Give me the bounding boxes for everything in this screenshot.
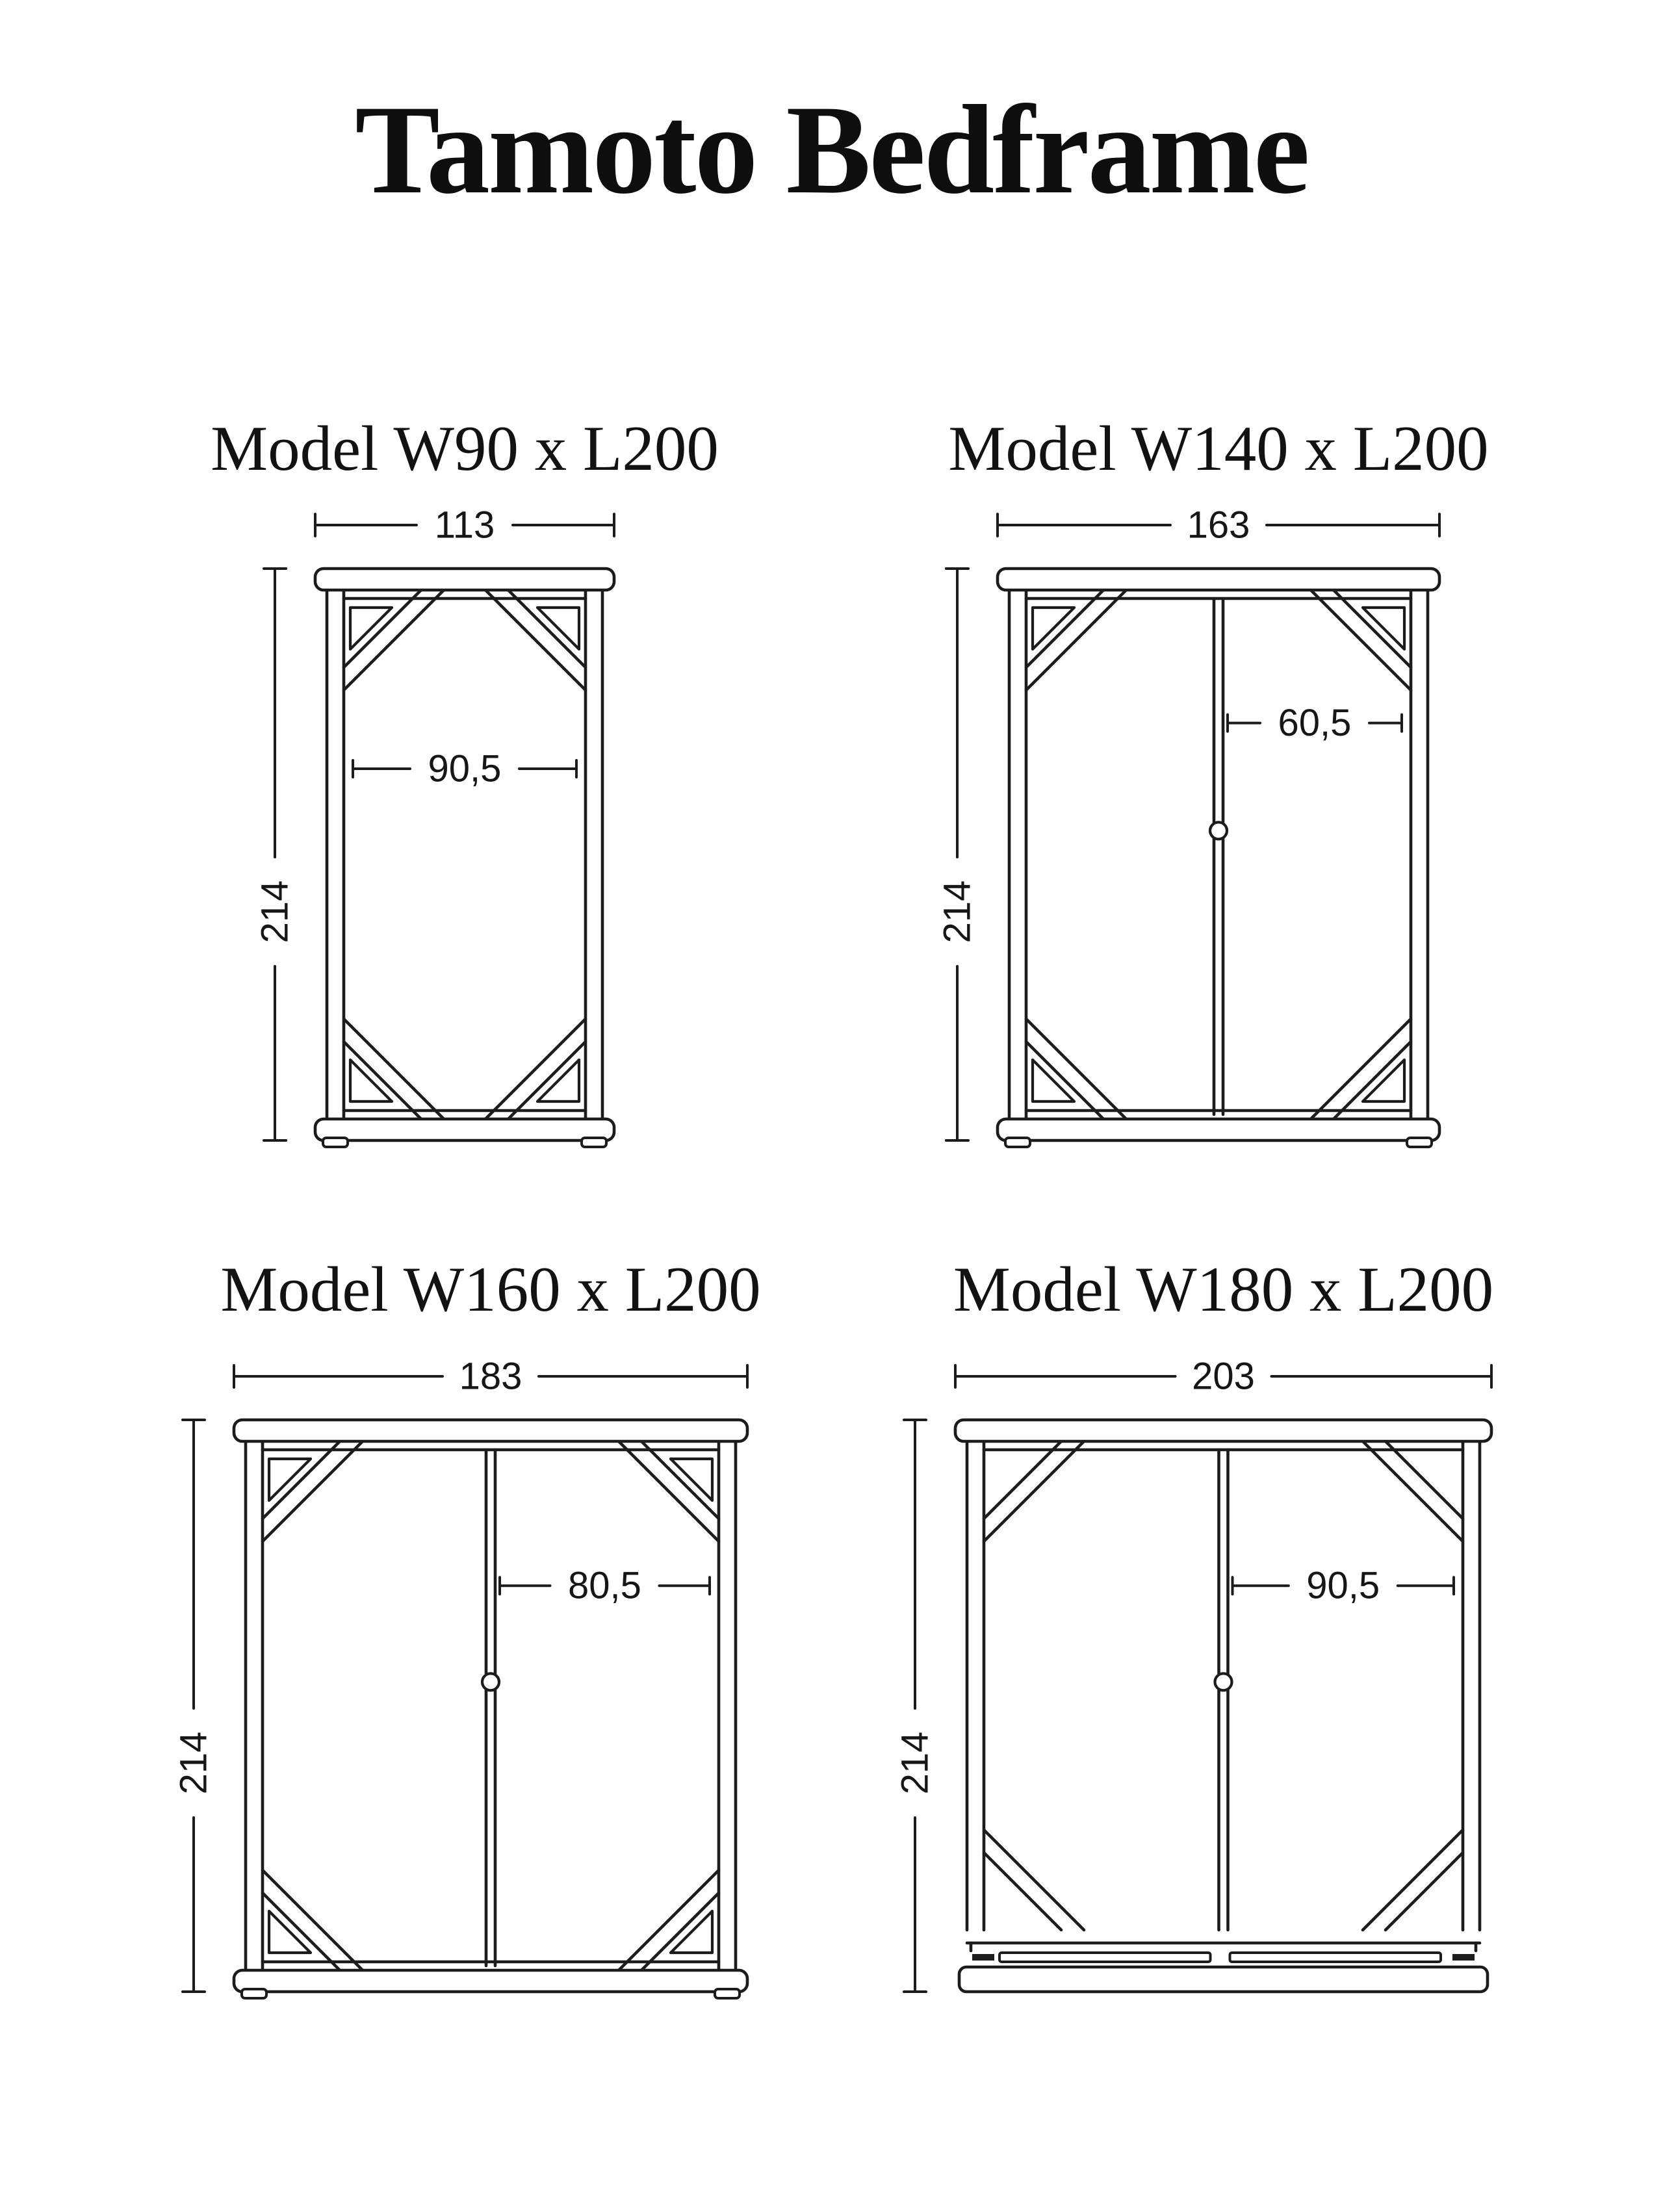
model-label: Model W180 x L200: [953, 1254, 1494, 1325]
bedframe-drawing-w90: 113 214 90,5: [254, 506, 616, 1148]
width-dimension: 113: [314, 506, 615, 547]
length-dimension-label: 214: [173, 1732, 215, 1795]
bedframe-diagram: 163 214 60,5: [907, 506, 1456, 1155]
bedframe-drawing-w140: 163 214 60,5: [936, 506, 1441, 1148]
length-dimension: 214: [936, 567, 979, 1142]
top-rail: [953, 1418, 1493, 1443]
inner-width-dimension: 60,5: [1226, 702, 1403, 744]
bedframe-diagram: 203 214 90,5: [864, 1357, 1508, 2006]
top-rail: [232, 1418, 749, 1443]
top-rail: [996, 567, 1441, 592]
inner-width-dimension: 90,5: [352, 748, 578, 790]
bottom-rail: [313, 1117, 616, 1142]
width-dimension: 163: [996, 506, 1441, 547]
rail-knob-icon: [1213, 1672, 1233, 1692]
width-dimension-label: 183: [459, 1357, 522, 1398]
bottom-rail: [957, 1965, 1489, 1994]
width-dimension-label: 163: [1187, 506, 1250, 547]
feet: [1004, 1137, 1433, 1148]
rail-knob-icon: [480, 1672, 501, 1692]
center-rail: [1213, 1448, 1233, 1932]
bottom-rail: [996, 1117, 1441, 1142]
model-label: Model W160 x L200: [220, 1254, 761, 1325]
bedframe-diagram: 113 214 90,5: [224, 506, 630, 1155]
width-dimension-label: 203: [1192, 1357, 1255, 1398]
width-dimension-label: 113: [435, 506, 495, 547]
inner-width-dimension-label: 90,5: [428, 748, 502, 790]
rail-knob-icon: [1208, 821, 1229, 841]
length-dimension: 214: [894, 1419, 936, 1993]
width-dimension: 203: [954, 1357, 1493, 1398]
feet: [240, 1988, 741, 2000]
bedframe-drawing-w160: 183 214 80,5: [173, 1357, 749, 2000]
inner-width-dimension: 90,5: [1231, 1565, 1455, 1607]
length-dimension-label: 214: [936, 881, 979, 944]
model-label: Model W140 x L200: [948, 413, 1489, 484]
inner-width-dimension-label: 90,5: [1306, 1565, 1380, 1607]
model-label: Model W90 x L200: [211, 413, 719, 484]
bottom-rail: [232, 1968, 749, 1994]
inner-width-dimension: 80,5: [498, 1565, 711, 1607]
center-rail: [1208, 597, 1229, 1116]
bedframe-drawing-w180: 203 214 90,5: [894, 1357, 1493, 1994]
length-dimension-label: 214: [254, 881, 296, 944]
top-rail: [313, 567, 616, 592]
length-dimension: 214: [173, 1419, 215, 1993]
bedframe-diagram: 183 214 80,5: [143, 1357, 764, 2006]
length-dimension-label: 214: [894, 1732, 936, 1795]
center-rail: [480, 1448, 501, 1968]
inner-width-dimension-label: 80,5: [568, 1565, 641, 1607]
page-title: Tamoto Bedframe: [355, 79, 1310, 220]
inner-width-dimension-label: 60,5: [1278, 702, 1352, 744]
feet: [322, 1137, 608, 1148]
width-dimension: 183: [233, 1357, 749, 1398]
length-dimension: 214: [254, 567, 296, 1142]
